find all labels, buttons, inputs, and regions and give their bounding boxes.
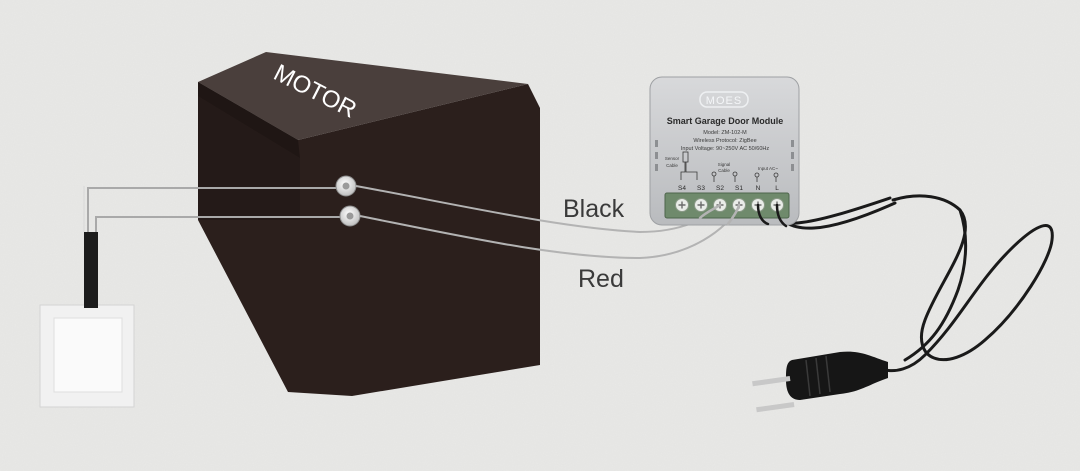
sensor-cable-label-line2: Cable bbox=[666, 163, 678, 168]
red-wire bbox=[359, 204, 741, 260]
module-casing bbox=[649, 76, 800, 226]
input-ac-symbol bbox=[754, 172, 779, 182]
terminal-screw-slot-s4 bbox=[678, 201, 686, 209]
plug-prong-upper bbox=[752, 376, 791, 387]
smart-garage-door-module: MOES Smart Garage Door Module Model: ZM-… bbox=[649, 76, 800, 226]
signal-cable-symbol bbox=[711, 171, 738, 182]
switch-wire-lower bbox=[95, 216, 350, 234]
terminal-label-s3: S3 bbox=[697, 185, 705, 192]
sensor-cable-symbol bbox=[680, 151, 698, 180]
switch-wire-upper bbox=[87, 187, 346, 234]
plug-body bbox=[786, 351, 888, 400]
motor-terminals bbox=[335, 175, 361, 227]
switch-wires bbox=[83, 186, 350, 234]
module-voltage: Input Voltage: 90~250V AC 50/60Hz bbox=[681, 146, 769, 152]
plug-prong-lower bbox=[756, 402, 795, 413]
module-protocol: Wireless Protocol: ZigBee bbox=[693, 138, 756, 144]
terminal-label-s2: S2 bbox=[716, 185, 724, 192]
signal-cable-label-line1: Signal bbox=[718, 162, 731, 167]
motor-terminal-lower-center bbox=[346, 212, 354, 220]
live-wire-end bbox=[775, 203, 788, 228]
sensor-cable-label-line1: Sensor bbox=[665, 156, 680, 161]
power-plug bbox=[752, 351, 888, 413]
module-vents-right bbox=[791, 140, 794, 171]
switch-rocker bbox=[53, 317, 123, 393]
power-cord-return bbox=[903, 208, 968, 362]
module-title: Smart Garage Door Module bbox=[667, 116, 784, 126]
wall-switch bbox=[39, 304, 135, 408]
black-wire-label: Black bbox=[563, 195, 625, 223]
wire-ends bbox=[698, 203, 788, 228]
terminal-label-s1: S1 bbox=[735, 185, 743, 192]
red-wire-end bbox=[726, 203, 741, 226]
switch-cable bbox=[84, 232, 98, 308]
motor-top-face bbox=[198, 52, 528, 140]
module-model: Model: ZM-102-M bbox=[703, 130, 747, 136]
terminal-label-l: L bbox=[775, 185, 779, 192]
terminal-labels: S4 S3 S2 S1 N L bbox=[678, 185, 779, 192]
motor-top-shadow bbox=[198, 82, 300, 158]
plug-grip-ridges bbox=[805, 355, 831, 397]
signal-cable-label-line2: Cable bbox=[718, 168, 730, 173]
terminal-label-n: N bbox=[756, 185, 761, 192]
input-ac-label: Input AC~ bbox=[758, 166, 778, 171]
brand-badge bbox=[699, 91, 749, 108]
motor-terminal-upper-center bbox=[342, 182, 350, 190]
terminal-screw-slot-s3 bbox=[697, 201, 705, 209]
terminal-label-s4: S4 bbox=[678, 185, 686, 192]
black-wire-end bbox=[698, 203, 722, 220]
brand-logo: MOES bbox=[706, 95, 742, 107]
neutral-wire-end bbox=[756, 203, 770, 226]
red-wire-label: Red bbox=[578, 265, 624, 293]
module-vents-left bbox=[655, 140, 658, 171]
